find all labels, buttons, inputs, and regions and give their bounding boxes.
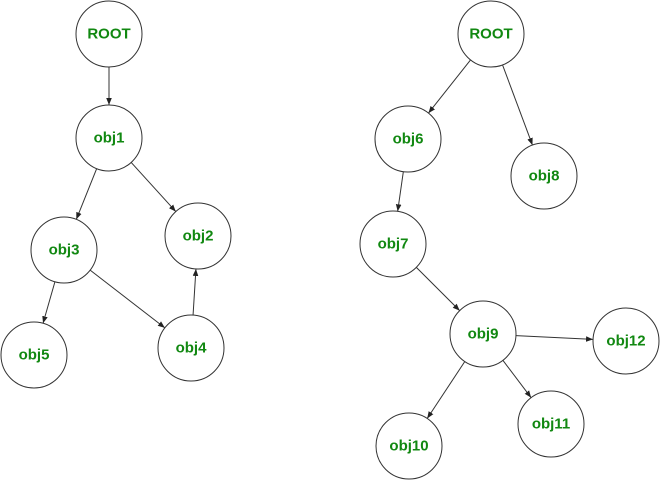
node-circle [510, 142, 578, 210]
node-label: ROOT [87, 26, 130, 43]
node-label: obj12 [606, 333, 645, 350]
node-label: ROOT [469, 26, 512, 43]
edge-obj4-to-obj2 [192, 268, 199, 316]
edge-obj7-to-obj9 [415, 266, 461, 312]
node-label: obj5 [19, 347, 50, 364]
node-label: obj9 [468, 326, 499, 343]
edge-root2-to-obj6 [428, 59, 471, 114]
node-label: obj1 [94, 130, 125, 147]
node-circle [157, 314, 225, 382]
node-obj8: obj8 [510, 142, 578, 210]
node-obj3: obj3 [30, 216, 98, 284]
edge-obj9-to-obj11 [502, 360, 532, 398]
node-circle [457, 0, 525, 68]
edge-root2-to-obj8 [502, 64, 533, 146]
node-label: obj11 [532, 416, 570, 433]
node-circle [359, 210, 427, 278]
edge-obj9-to-obj12 [515, 335, 594, 342]
node-root2: ROOT [457, 0, 525, 68]
node-obj7: obj7 [359, 210, 427, 278]
node-label: obj7 [378, 236, 409, 253]
node-label: obj3 [49, 242, 80, 259]
node-obj12: obj12 [592, 307, 660, 375]
edge-obj3-to-obj5 [42, 281, 56, 324]
node-label: obj8 [529, 168, 560, 185]
edge-obj1-to-obj2 [130, 162, 177, 212]
edge-obj1-to-obj3 [75, 168, 98, 220]
node-obj1: obj1 [75, 104, 143, 172]
node-obj6: obj6 [374, 105, 442, 173]
node-circle [0, 321, 68, 389]
node-obj5: obj5 [0, 321, 68, 389]
node-circle [592, 307, 660, 375]
node-obj11: obj11 [517, 390, 585, 458]
edge-obj9-to-obj10 [426, 361, 466, 419]
node-circle [375, 412, 443, 480]
node-obj9: obj9 [449, 300, 517, 368]
node-obj4: obj4 [157, 314, 225, 382]
node-label: obj4 [176, 340, 207, 357]
edge-obj3-to-obj4 [89, 269, 166, 329]
node-circle [517, 390, 585, 458]
edge-obj6-to-obj7 [395, 171, 404, 212]
node-obj2: obj2 [164, 202, 232, 270]
node-label: obj2 [183, 228, 214, 245]
node-label: obj10 [389, 438, 428, 455]
node-obj10: obj10 [375, 412, 443, 480]
node-circle [75, 0, 143, 68]
node-circle [449, 300, 517, 368]
node-circle [164, 202, 232, 270]
edges-layer [42, 59, 594, 419]
node-label: obj6 [393, 131, 424, 148]
node-circle [75, 104, 143, 172]
node-circle [30, 216, 98, 284]
node-circle [374, 105, 442, 173]
node-root1: ROOT [75, 0, 143, 68]
